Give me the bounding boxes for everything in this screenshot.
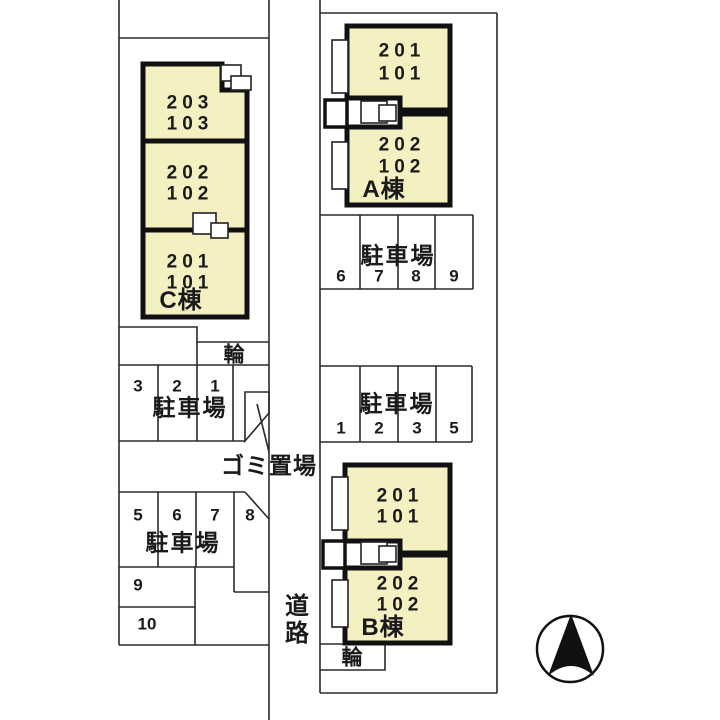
stall-number: 9 (449, 266, 459, 286)
building-b-entrance-porch (321, 539, 347, 570)
bicycle-parking-label: 輪 (223, 343, 245, 367)
unit-number: 102 (378, 156, 426, 178)
stall-number: 5 (449, 418, 459, 438)
stall-number: 6 (336, 266, 346, 286)
building-c-entrance-mid (210, 222, 229, 239)
compass-needle (548, 614, 594, 676)
building-a-entrance-porch (323, 98, 349, 129)
building-b-balcony-upper (331, 476, 349, 531)
unit-number: 202 (378, 134, 426, 156)
building-b-unit-202-102 (342, 552, 453, 646)
unit-number: 101 (166, 272, 214, 294)
bicycle-parking-label: 輪 (341, 646, 363, 670)
garbage-area-outline (244, 391, 270, 444)
building-b-name: B棟 (361, 613, 405, 641)
stall-number: 10 (137, 614, 157, 634)
stall-number: 8 (245, 505, 255, 525)
unit-number: 202 (166, 162, 214, 184)
parking-label: 駐車場 (360, 242, 436, 269)
unit-number: 201 (376, 485, 424, 507)
stall-number: 3 (133, 376, 143, 396)
left-corridor-boundary-line (119, 326, 269, 343)
north-compass-icon (535, 614, 605, 684)
unit-number: 201 (378, 40, 426, 62)
unit-number: 202 (376, 573, 424, 595)
stall-number: 7 (210, 505, 220, 525)
building-a-unit-201-101 (344, 23, 453, 113)
unit-number: 103 (166, 113, 214, 135)
building-a-unit-202-102 (344, 111, 453, 208)
garbage-area-label: ゴミ置場 (221, 452, 317, 479)
stall-number: 8 (411, 266, 421, 286)
unit-number: 201 (166, 251, 214, 273)
stall-number: 9 (133, 575, 143, 595)
stall-number: 2 (172, 376, 182, 396)
building-b-stair-box (378, 545, 397, 563)
building-a-name: A棟 (362, 175, 406, 203)
parking-label: 駐車場 (152, 394, 228, 421)
building-a-stair-box (378, 104, 397, 122)
unit-number: 102 (166, 183, 214, 205)
unit-number: 102 (376, 594, 424, 616)
building-b-balcony-lower (331, 579, 349, 628)
stall-number: 7 (374, 266, 384, 286)
building-a-balcony-upper (331, 39, 349, 94)
stall-number: 6 (172, 505, 182, 525)
stall-number: 2 (374, 418, 384, 438)
road-label: 道路 (285, 593, 309, 647)
compass-circle (535, 614, 605, 684)
garbage-leader-line (256, 403, 270, 453)
unit-number: 101 (378, 63, 426, 85)
stall-number: 1 (210, 376, 220, 396)
stall-number: 3 (412, 418, 422, 438)
stall-number: 5 (133, 505, 143, 525)
parking-label: 駐車場 (145, 529, 221, 556)
parking-label: 駐車場 (359, 390, 435, 417)
building-a-balcony-lower (331, 141, 349, 190)
unit-number: 101 (376, 506, 424, 528)
unit-number: 203 (166, 92, 214, 114)
stall-number: 1 (336, 418, 346, 438)
building-c-entrance-top (230, 75, 252, 91)
parking-left-lower-chamfer-line (244, 491, 270, 520)
building-c-name: C棟 (159, 286, 203, 314)
